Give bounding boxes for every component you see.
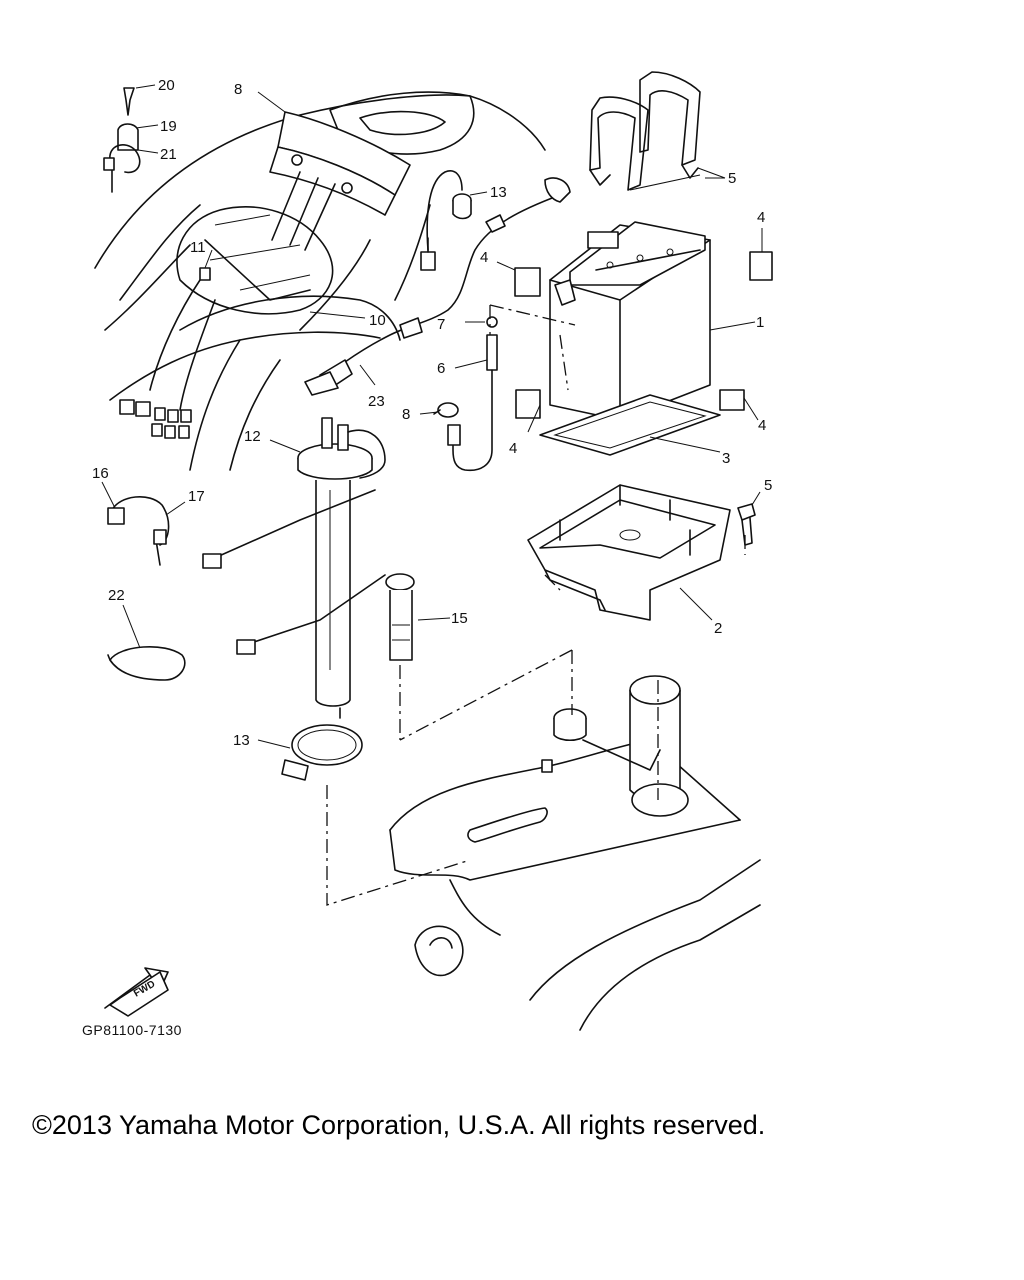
- callout-14: 13: [233, 732, 250, 749]
- part-1-battery: [549, 221, 711, 421]
- part-6-battery-band: [589, 71, 701, 191]
- leader-lines: [101, 84, 763, 749]
- copyright-notice: ©2013 Yamaha Motor Corporation, U.S.A. A…: [32, 1110, 766, 1140]
- part-3-battery-mat: [539, 394, 721, 456]
- part-11-wire-harness: [119, 239, 311, 439]
- callout-2: 2: [714, 620, 722, 637]
- parts-diagram: 20 19 21 8 13 5 4 4 1 4 4 3 5 2 7 6 8 10…: [82, 71, 773, 1038]
- part-19-20-21-clamp: [103, 87, 141, 193]
- callout-19: 19: [160, 118, 177, 135]
- part-5-bolt: [737, 503, 756, 546]
- part-10-meter-housing: [269, 111, 411, 251]
- callout-4-bottom-left: 4: [509, 440, 517, 457]
- part-4-pad-d: [719, 389, 745, 411]
- part-13-fuel-sender: [297, 417, 386, 719]
- callout-3: 3: [722, 450, 730, 467]
- callout-12: 11: [190, 239, 206, 256]
- callout-17: 16: [92, 465, 109, 482]
- part-22-cable-tie: [107, 646, 186, 681]
- hull-upper-left: [94, 91, 546, 471]
- callout-11: 10: [369, 312, 386, 329]
- part-4-pad-a: [514, 267, 541, 297]
- drawing-code: GP81100-7130: [82, 1022, 182, 1038]
- callout-labels: 20 19 21 8 13 5 4 4 1 4 4 3 5 2 7 6 8 10…: [92, 77, 772, 749]
- callout-22: 22: [108, 587, 125, 604]
- part-17-18-clamp: [107, 495, 170, 566]
- callout-4-bottom-right: 4: [758, 417, 766, 434]
- callout-16: 15: [451, 610, 468, 627]
- fuel-tank: [389, 675, 761, 1031]
- part-14-hose-clamp: [281, 724, 363, 781]
- callout-7: 6: [437, 360, 445, 377]
- part-12-connector: [199, 267, 211, 281]
- callout-18: 17: [188, 488, 205, 505]
- callout-23: 23: [368, 393, 385, 410]
- reference-lines: [326, 304, 746, 906]
- callout-8: 7: [437, 316, 445, 333]
- part-7-breather-hose: [447, 334, 498, 472]
- callout-9: 8: [402, 406, 410, 423]
- callout-20: 20: [158, 77, 175, 94]
- part-9-clip: [433, 402, 459, 418]
- callout-10: 8: [234, 81, 242, 98]
- callout-5: 5: [764, 477, 772, 494]
- part-16-sensor: [385, 573, 415, 661]
- callout-15: 13: [490, 184, 507, 201]
- part-8-washer: [486, 316, 498, 328]
- forward-arrow-icon: FWD: [104, 967, 169, 1017]
- part-4-pad-b: [749, 251, 773, 281]
- callout-6: 5: [728, 170, 736, 187]
- part-23-wire-lead: [304, 177, 571, 396]
- part-15-grommet: [420, 170, 472, 271]
- callout-1: 1: [756, 314, 764, 331]
- sender-leads: [202, 489, 386, 655]
- callout-4-top-right: 4: [757, 209, 765, 226]
- part-2-battery-box: [527, 484, 731, 621]
- callout-21: 21: [160, 146, 177, 163]
- callout-13: 12: [244, 428, 261, 445]
- callout-4-top-left: 4: [480, 249, 488, 266]
